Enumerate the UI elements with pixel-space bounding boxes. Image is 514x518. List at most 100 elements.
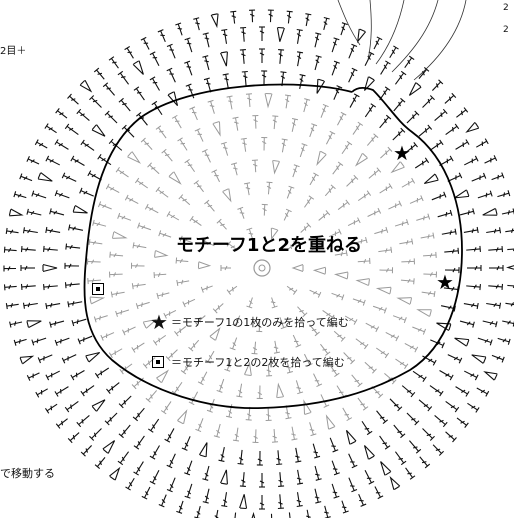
stitch-mark <box>13 191 27 199</box>
stitch-mark <box>261 136 268 151</box>
stitch-mark <box>384 372 397 385</box>
stitch-mark <box>259 473 265 488</box>
stitch-mark <box>489 265 504 271</box>
stitch-mark <box>94 367 110 379</box>
stitch-mark <box>314 55 322 71</box>
stitch-mark <box>304 353 313 367</box>
stitch-mark <box>124 46 134 59</box>
stitch-mark <box>20 246 36 253</box>
stitch-mark <box>404 55 415 68</box>
increase-stitch-mark <box>483 371 498 381</box>
stitch-mark <box>328 363 340 378</box>
stitch-mark <box>273 340 280 354</box>
square-dot-icon <box>152 356 164 368</box>
stitch-mark <box>404 142 418 154</box>
stitch-mark <box>245 93 252 107</box>
stitch-mark <box>133 435 145 450</box>
stitch-mark <box>476 138 489 148</box>
increase-stitch-mark <box>345 429 357 445</box>
stitch-mark <box>221 28 228 44</box>
stitch-mark <box>22 227 38 234</box>
stitch-mark <box>201 148 211 163</box>
stitch-mark <box>141 486 151 500</box>
stitch-mark <box>87 170 102 181</box>
stitch-mark <box>115 166 129 178</box>
stitch-mark <box>296 28 303 44</box>
increase-stitch-mark <box>220 469 228 485</box>
stitch-mark <box>444 247 460 254</box>
stitch-mark <box>9 321 23 328</box>
stitch-mark <box>135 301 150 310</box>
leader-line <box>367 0 372 61</box>
stitch-mark <box>37 354 53 364</box>
stitch-mark <box>22 302 38 309</box>
stitch-mark <box>93 315 108 323</box>
increase-stitch-mark <box>72 204 88 214</box>
stitch-mark <box>277 494 284 510</box>
stitch-mark <box>211 169 220 183</box>
center-ring <box>253 259 271 277</box>
stitch-mark <box>422 428 435 441</box>
stitch-mark <box>5 227 19 235</box>
stitch-mark <box>5 303 19 310</box>
stitch-mark <box>434 108 448 121</box>
stitch-mark <box>44 403 58 414</box>
stitch-mark <box>270 297 278 309</box>
stitch-mark <box>331 37 340 53</box>
stitch-mark <box>270 513 273 518</box>
stitch-mark <box>409 440 422 454</box>
stitch-mark <box>205 350 215 364</box>
right-cutoff-text-1: 2 <box>503 3 509 13</box>
stitch-mark <box>226 241 238 251</box>
stitch-mark <box>230 10 237 24</box>
stitch-mark <box>379 114 392 129</box>
stitch-mark <box>259 48 265 63</box>
stitch-mark <box>104 110 118 124</box>
increase-stitch-mark <box>276 26 285 42</box>
stitch-mark <box>459 208 475 216</box>
stitch-mark <box>374 226 389 235</box>
stitch-mark <box>64 282 80 289</box>
stitch-mark <box>459 320 475 328</box>
stitch-mark <box>184 483 193 499</box>
stitch-mark <box>507 246 514 252</box>
stitch-mark <box>231 162 238 176</box>
increase-stitch-mark <box>390 161 405 174</box>
increase-stitch-mark <box>354 152 368 167</box>
stitch-mark <box>388 200 402 210</box>
stitch-mark <box>102 82 115 96</box>
stitch-mark <box>393 424 406 439</box>
stitch-mark <box>409 195 424 204</box>
stitch-mark <box>256 450 263 466</box>
stitch-mark <box>131 342 145 353</box>
stitch-mark <box>309 172 319 186</box>
increase-stitch-mark <box>316 78 326 94</box>
stitch-mark <box>132 407 145 422</box>
increase-stitch-mark <box>212 121 221 137</box>
stitch-mark <box>71 318 87 327</box>
stitch-mark <box>64 123 79 136</box>
stitch-mark <box>380 60 391 75</box>
stitch-mark <box>412 370 427 383</box>
stitch-mark <box>432 444 444 456</box>
stitch-mark <box>401 258 415 265</box>
stitch-mark <box>423 251 437 258</box>
stitch-mark <box>445 400 460 413</box>
stitch-mark <box>220 141 229 156</box>
stitch-mark <box>77 335 93 345</box>
stitch-mark <box>418 67 430 79</box>
increase-stitch-mark <box>210 13 219 29</box>
stitch-mark <box>145 390 158 403</box>
stitch-mark <box>309 289 322 298</box>
stitch-mark <box>400 278 415 285</box>
stitch-mark <box>309 422 317 437</box>
stitch-mark <box>45 370 60 381</box>
increase-stitch-mark <box>408 82 422 96</box>
stitch-mark <box>117 212 132 221</box>
stitch-mark <box>505 228 514 233</box>
stitch-mark <box>104 412 118 426</box>
stitch-mark <box>176 500 184 514</box>
stitch-mark <box>348 477 358 493</box>
stitch-mark <box>421 290 436 298</box>
increase-stitch-mark <box>79 79 93 93</box>
